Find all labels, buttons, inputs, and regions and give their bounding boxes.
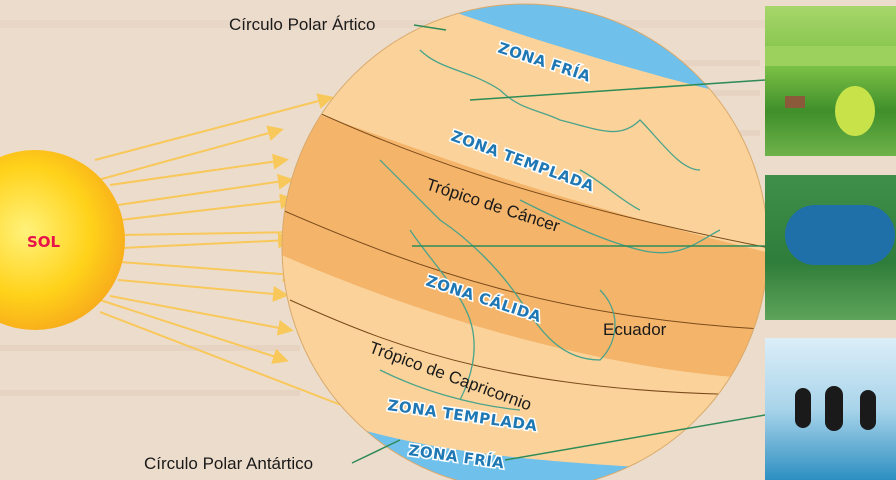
sun-rays [94,93,384,424]
south-temperate-band [282,250,768,480]
antarctic-circle-leader [351,439,401,464]
sun-ray [99,311,384,424]
cold-zone-south [330,420,700,480]
arctic-circle-leader [413,24,447,31]
penguin-shape [825,386,843,431]
tropical-river-photo [765,175,896,320]
river-shape [785,205,895,265]
penguin-shape [795,388,811,428]
penguin-shape [860,390,876,430]
polar-penguins-photo [765,338,896,480]
house-shape [785,96,805,108]
sun-ray [109,295,294,336]
sun-ray [121,232,294,249]
sun-ray [97,125,284,181]
globe [282,4,768,480]
sun-ray [119,261,299,283]
tropic-of-capricorn-line [289,299,768,396]
sun [0,150,125,330]
equator-line [282,209,768,331]
sun-ray [119,193,296,221]
sun-label: SOL [27,233,61,251]
equator-label: Ecuador [603,320,667,339]
sun-ray [117,173,294,206]
sun-ray [109,153,289,186]
sun-ray [99,299,289,364]
antarctic-circle-label: Círculo Polar Antártico [144,454,313,473]
photo-leader-cold [504,414,766,461]
tropic-of-cancer-line [289,99,768,251]
sun-ray [117,279,289,302]
continent-outlines [379,49,721,411]
sun-ray [121,224,304,241]
sun-ray [94,93,334,161]
field-shape [765,46,896,66]
arctic-circle-label: Círculo Polar Ártico [229,15,375,34]
photo-leader-temperate [469,79,766,101]
temperate-landscape-photo [765,6,896,156]
tree-shape [835,86,875,136]
warm-zone-band [282,100,768,380]
